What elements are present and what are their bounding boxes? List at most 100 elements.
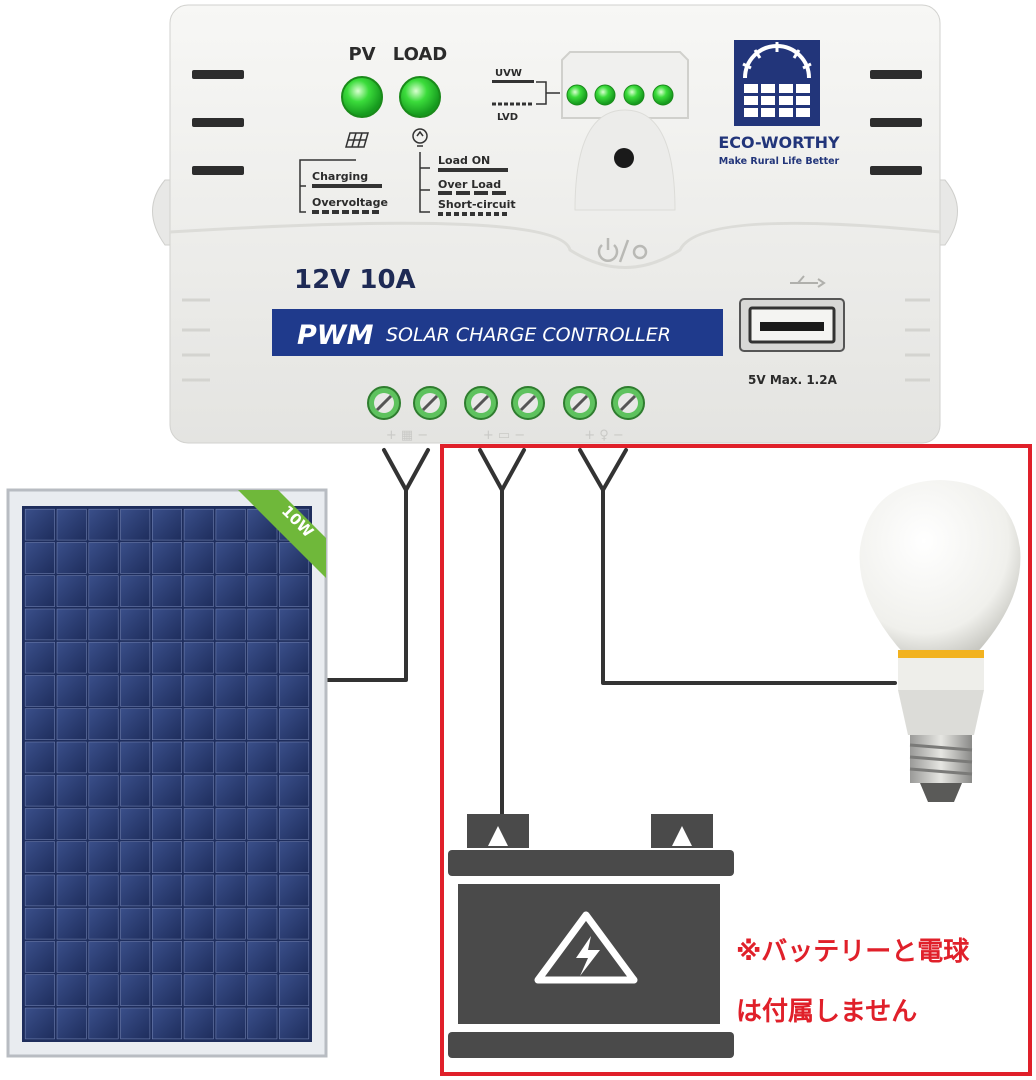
solar-cell — [56, 808, 87, 840]
solar-cell — [183, 974, 214, 1006]
solar-cell — [215, 542, 246, 574]
bulb-glass — [859, 480, 1021, 655]
solar-cell — [215, 741, 246, 774]
solar-cell — [215, 508, 246, 541]
solar-cell — [120, 774, 151, 807]
load-led-label: LOAD — [393, 44, 448, 65]
solar-cell — [183, 641, 214, 674]
solar-cell — [56, 1007, 87, 1040]
solar-cell — [183, 741, 214, 774]
solar-cell — [279, 641, 310, 674]
terminal-screw — [464, 386, 498, 420]
solar-cell — [120, 907, 151, 940]
solar-cell — [24, 741, 55, 774]
solar-panel-icon — [345, 132, 369, 148]
solar-cell — [56, 941, 87, 973]
solar-cell — [88, 774, 119, 807]
pv-status-legend: Charging Overvoltage — [299, 159, 388, 214]
solar-cell — [120, 641, 151, 674]
solar-cell — [183, 608, 214, 641]
solar-cell — [120, 808, 151, 840]
usb-port[interactable] — [739, 298, 845, 352]
solar-cell — [183, 675, 214, 707]
load-status-legend: Load ON Over Load Short-circuit — [419, 152, 516, 216]
solar-cell — [88, 874, 119, 907]
vent-right — [870, 70, 922, 175]
solar-cell — [247, 941, 278, 973]
solar-cell — [152, 542, 183, 574]
level-led-4 — [652, 84, 674, 106]
terminal-screw — [511, 386, 545, 420]
battery-wire — [478, 448, 526, 820]
solar-cell — [247, 708, 278, 740]
rating-label: 12V 10A — [294, 265, 416, 295]
solar-cell — [56, 841, 87, 873]
solar-cell — [88, 907, 119, 940]
terminal-block — [367, 386, 645, 420]
lower-vent-left — [182, 298, 210, 382]
bulb-tip — [920, 783, 962, 802]
solar-cell — [88, 575, 119, 607]
solar-cell — [279, 808, 310, 840]
solar-cell — [120, 608, 151, 641]
solar-cell — [152, 974, 183, 1006]
solar-cell — [152, 708, 183, 740]
terminal-screw — [367, 386, 401, 420]
usb-spec-label: 5V Max. 1.2A — [748, 373, 838, 387]
solar-cell — [152, 508, 183, 541]
solar-cell — [152, 741, 183, 774]
solar-cell — [24, 774, 55, 807]
solar-cell — [120, 675, 151, 707]
solar-cell — [120, 708, 151, 740]
solar-cell — [279, 1007, 310, 1040]
solar-cell — [88, 841, 119, 873]
solar-cell — [120, 575, 151, 607]
terminal-battery-label: + ▭ − — [483, 428, 525, 443]
bulb-collar — [898, 690, 984, 735]
solar-cell — [279, 907, 310, 940]
solar-cell — [24, 608, 55, 641]
solar-cell — [247, 575, 278, 607]
solar-cell — [24, 808, 55, 840]
solar-cell — [247, 774, 278, 807]
short-circuit-label: Short-circuit — [438, 198, 516, 211]
solar-cell — [120, 741, 151, 774]
solar-panel: 10W — [6, 488, 328, 1058]
solar-cell — [56, 542, 87, 574]
battery-outline-icon — [561, 51, 689, 119]
solar-cell — [279, 675, 310, 707]
solar-cell — [56, 575, 87, 607]
solar-cell — [183, 774, 214, 807]
solar-cell — [279, 774, 310, 807]
solar-cell — [24, 542, 55, 574]
pwm-banner — [272, 309, 723, 356]
solar-cell — [56, 774, 87, 807]
battery-bottom — [448, 1032, 734, 1058]
wires — [324, 448, 897, 820]
solar-cell — [56, 508, 87, 541]
solar-cell — [88, 641, 119, 674]
terminal-screw — [413, 386, 447, 420]
mode-button[interactable] — [614, 148, 634, 168]
brand-tagline: Make Rural Life Better — [719, 156, 840, 167]
solar-cell — [24, 508, 55, 541]
solar-cell — [120, 974, 151, 1006]
banner-text: SOLAR CHARGE CONTROLLER — [386, 324, 671, 346]
lightning-warning-icon — [534, 911, 638, 984]
solar-cell — [247, 874, 278, 907]
solar-cell — [183, 708, 214, 740]
solar-cell — [279, 608, 310, 641]
solar-cell — [24, 708, 55, 740]
solar-cell — [88, 1007, 119, 1040]
battery-level-indicator: UVW LVD — [492, 51, 689, 123]
solar-cell — [88, 542, 119, 574]
solar-cell — [88, 941, 119, 973]
solar-cell — [183, 575, 214, 607]
solar-cell — [56, 675, 87, 707]
solar-cell — [88, 675, 119, 707]
solar-cell — [24, 675, 55, 707]
pv-led — [341, 76, 383, 118]
solar-cell — [279, 941, 310, 973]
solar-cell — [24, 874, 55, 907]
